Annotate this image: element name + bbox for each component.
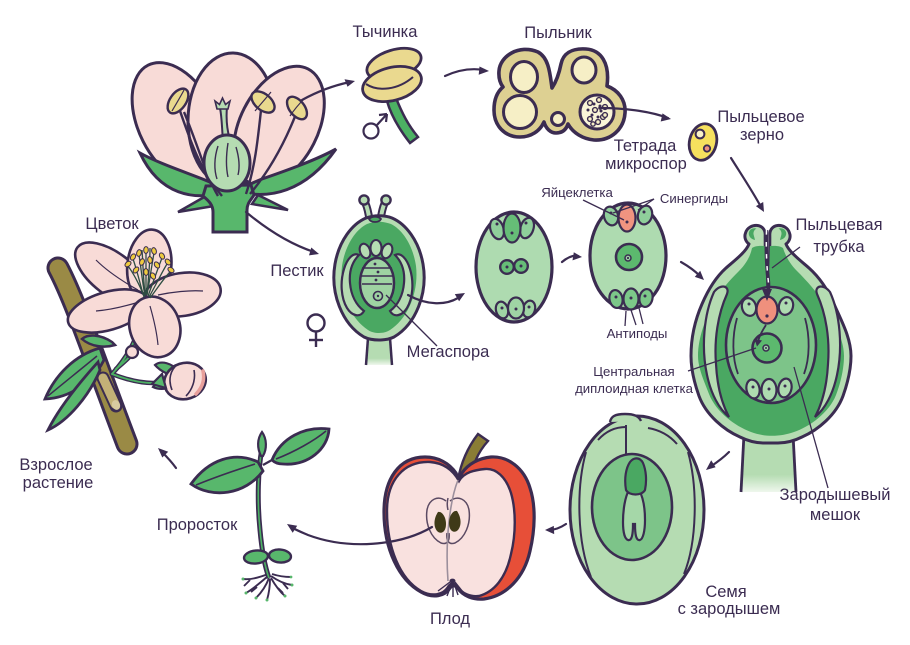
svg-text:Центральная: Центральная [593,364,674,379]
svg-text:Синергиды: Синергиды [660,191,728,206]
svg-text:Тетрада: Тетрада [614,137,677,155]
svg-text:Зародышевый: Зародышевый [780,486,891,504]
svg-text:диплоидная клетка: диплоидная клетка [575,381,693,396]
svg-text:Плод: Плод [430,610,470,628]
svg-text:мешок: мешок [810,506,861,524]
svg-text:Тычинка: Тычинка [353,23,419,41]
svg-text:Пыльцевая: Пыльцевая [795,216,882,234]
svg-text:Проросток: Проросток [157,516,238,534]
svg-text:Пыльник: Пыльник [524,24,592,42]
svg-text:трубка: трубка [813,238,865,256]
svg-text:с зародышем: с зародышем [678,600,781,618]
svg-text:Пестик: Пестик [270,262,324,280]
svg-text:Пыльцевое: Пыльцевое [717,108,804,126]
svg-text:зерно: зерно [740,126,784,144]
svg-text:Семя: Семя [705,583,746,601]
svg-text:Мегаспора: Мегаспора [407,343,490,361]
svg-text:Цветок: Цветок [85,215,139,233]
svg-text:Антиподы: Антиподы [607,326,668,341]
svg-text:Взрослое: Взрослое [19,456,92,474]
svg-text:микроспор: микроспор [605,155,687,173]
svg-text:Яйцеклетка: Яйцеклетка [541,185,613,200]
svg-text:растение: растение [23,474,94,492]
